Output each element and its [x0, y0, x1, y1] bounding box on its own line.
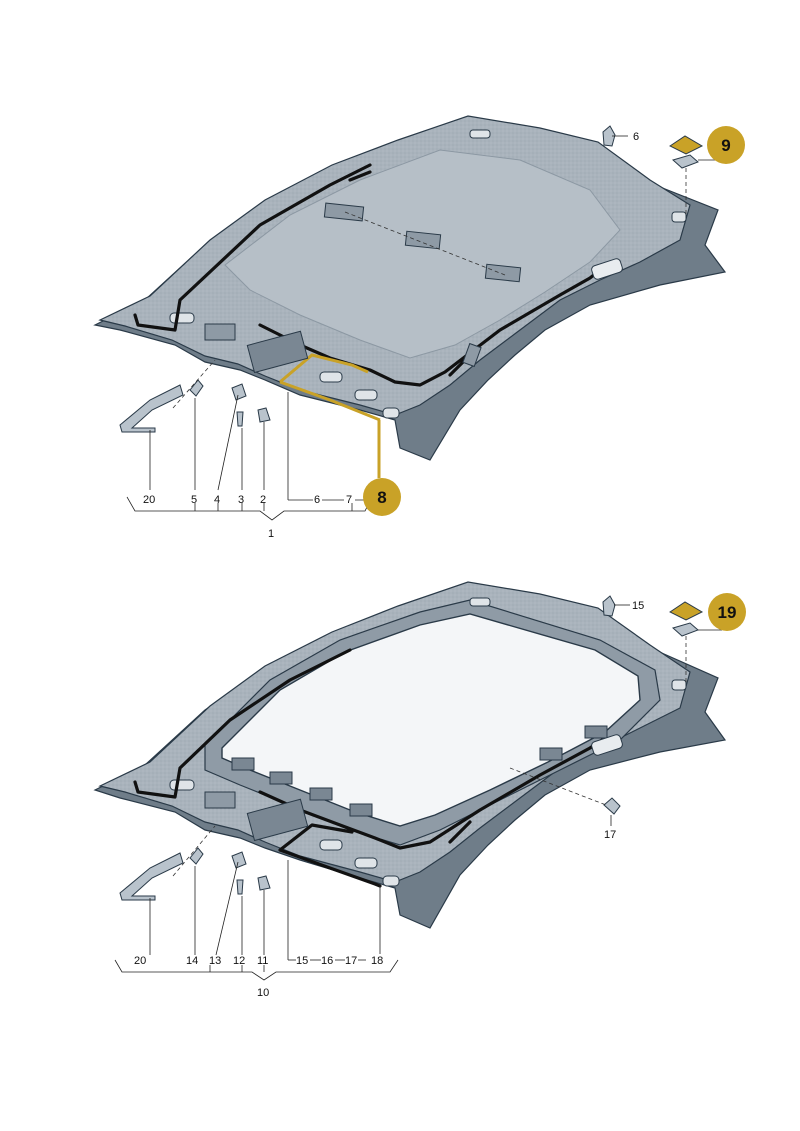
pad-block-1 — [323, 202, 365, 222]
label-6: 6 — [314, 494, 320, 506]
label-5: 5 — [191, 494, 197, 506]
clip-13 — [231, 851, 247, 869]
badge-9[interactable]: 9 — [707, 126, 745, 164]
bracket-small-b — [204, 791, 236, 809]
label-10: 10 — [257, 987, 269, 999]
clip-17-side — [603, 797, 621, 815]
badge-8-text: 8 — [377, 488, 386, 507]
cutout-2 — [319, 371, 343, 383]
headliner-top — [93, 115, 727, 478]
cutout-b-5 — [469, 597, 491, 607]
label-16: 16 — [321, 955, 333, 967]
label-13: 13 — [209, 955, 221, 967]
frame-block-4 — [349, 803, 373, 817]
cutout-5 — [469, 129, 491, 139]
clip-4 — [231, 383, 247, 401]
cutout-b-4 — [382, 875, 400, 887]
cutout-b-1 — [169, 779, 195, 791]
clip-14 — [189, 847, 204, 865]
grab-handle-20 — [119, 384, 184, 433]
leaders-bottom — [114, 604, 722, 981]
badge-19-text: 19 — [718, 603, 737, 622]
frame-block-3 — [309, 787, 333, 801]
clip-5 — [189, 379, 204, 397]
frame-block-6 — [584, 725, 608, 739]
headliner-bottom — [93, 581, 727, 929]
clip-15 — [602, 595, 616, 617]
small-parts-bottom — [119, 595, 704, 901]
grab-handle-20b — [119, 852, 184, 901]
cutout-b-2 — [319, 839, 343, 851]
pad-block-3 — [484, 263, 522, 283]
label-15: 15 — [296, 955, 308, 967]
cutout-3 — [354, 389, 378, 401]
cap-19-highlighted — [669, 601, 704, 621]
small-parts-top — [119, 125, 704, 433]
cable-clip-right-b — [591, 734, 623, 756]
label-1: 1 — [268, 528, 274, 540]
frame-block-2 — [269, 771, 293, 785]
label-4: 4 — [214, 494, 220, 506]
label-15-top: 15 — [632, 600, 644, 612]
label-20b: 20 — [134, 955, 146, 967]
dash-clip-5 — [172, 359, 216, 409]
label-11: 11 — [257, 955, 268, 967]
badge-19[interactable]: 19 — [708, 593, 746, 631]
cutout-b-3 — [354, 857, 378, 869]
label-3: 3 — [238, 494, 244, 506]
labels-top: 6 20 5 4 3 2 6 7 1 — [143, 131, 639, 540]
clip-6 — [602, 125, 616, 147]
headliner-center-pad — [224, 149, 621, 359]
label-6-top: 6 — [633, 131, 639, 143]
dash-clip-14 — [172, 825, 216, 877]
wiring-harness-top — [133, 163, 602, 387]
roof-console-mount-b — [246, 798, 309, 842]
label-20: 20 — [143, 494, 155, 506]
frame-block-5 — [539, 747, 563, 761]
badge-8[interactable]: 8 — [363, 478, 401, 516]
cutout-6 — [671, 211, 687, 223]
screw-3 — [236, 411, 244, 427]
badge-9-text: 9 — [721, 136, 730, 155]
wiring-harness-bottom — [133, 648, 604, 888]
label-17: 17 — [345, 955, 357, 967]
label-7: 7 — [346, 494, 352, 506]
screw-12 — [236, 879, 244, 895]
labels-bottom: 15 17 20 14 13 12 11 15 16 17 18 10 — [134, 600, 644, 999]
frame-block-1 — [231, 757, 255, 771]
cutout-4 — [382, 407, 400, 419]
clip-2 — [257, 407, 271, 423]
label-2: 2 — [260, 494, 266, 506]
cap-9-highlighted — [669, 135, 704, 155]
cable-clip-right — [591, 258, 623, 280]
clip-11 — [257, 875, 271, 891]
cutout-b-6 — [671, 679, 687, 691]
label-18: 18 — [371, 955, 383, 967]
pad-centerline — [344, 211, 506, 276]
clip-16 — [671, 622, 699, 637]
roof-console-mount — [246, 330, 309, 374]
clip-7 — [671, 154, 699, 169]
highlight-cable-8 — [279, 353, 381, 422]
label-14: 14 — [186, 955, 198, 967]
cutout-1 — [169, 312, 195, 324]
label-12: 12 — [233, 955, 245, 967]
label-17-side: 17 — [604, 829, 616, 841]
pad-block-2 — [404, 230, 442, 250]
bracket-small — [204, 323, 236, 341]
sunroof-opening — [221, 613, 641, 827]
side-clip-right — [462, 342, 482, 368]
dash-clip-17 — [509, 767, 607, 806]
